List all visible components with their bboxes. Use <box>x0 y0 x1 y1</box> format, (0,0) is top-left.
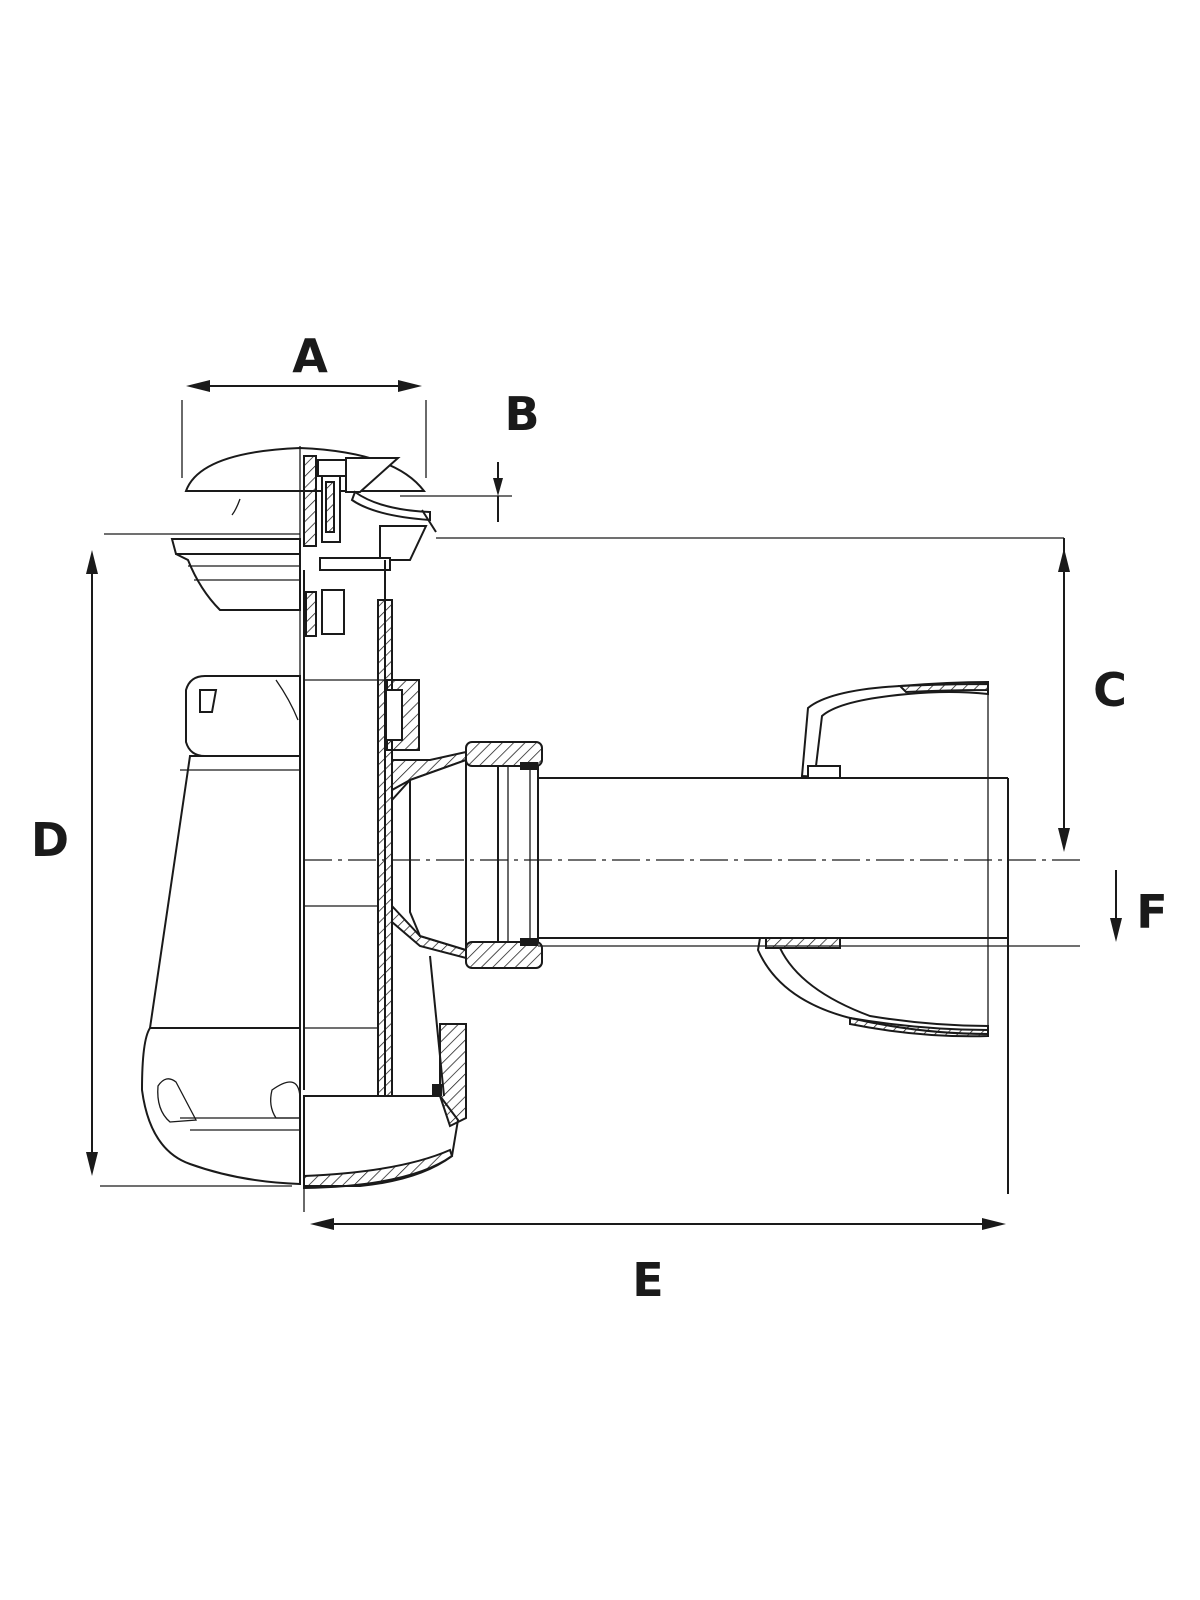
dimension-a <box>181 380 427 478</box>
basin-flange <box>170 538 301 611</box>
outlet-spigot <box>391 750 467 960</box>
outlet-nut <box>465 741 543 969</box>
dimension-label-a: A <box>292 329 328 383</box>
bottle-bottom-cap <box>303 955 467 1190</box>
wall-rosette <box>756 680 989 1038</box>
dimension-label-b: B <box>504 387 539 441</box>
centre-lines <box>304 859 1080 947</box>
plug-mechanism <box>303 455 437 637</box>
vertical-tailpiece <box>303 560 393 1099</box>
dimension-d <box>86 550 292 1187</box>
dimension-b <box>400 462 512 522</box>
dimension-label-c: C <box>1093 663 1127 717</box>
dimension-label-f: F <box>1136 885 1167 939</box>
dimension-e <box>303 1186 1006 1230</box>
dimension-label-e: E <box>632 1253 663 1307</box>
trap-bottle <box>140 755 301 1186</box>
dimension-c <box>104 533 1070 852</box>
bottle-top-nut <box>185 675 420 757</box>
dimension-f <box>1110 870 1122 942</box>
dimension-label-d: D <box>31 813 69 867</box>
